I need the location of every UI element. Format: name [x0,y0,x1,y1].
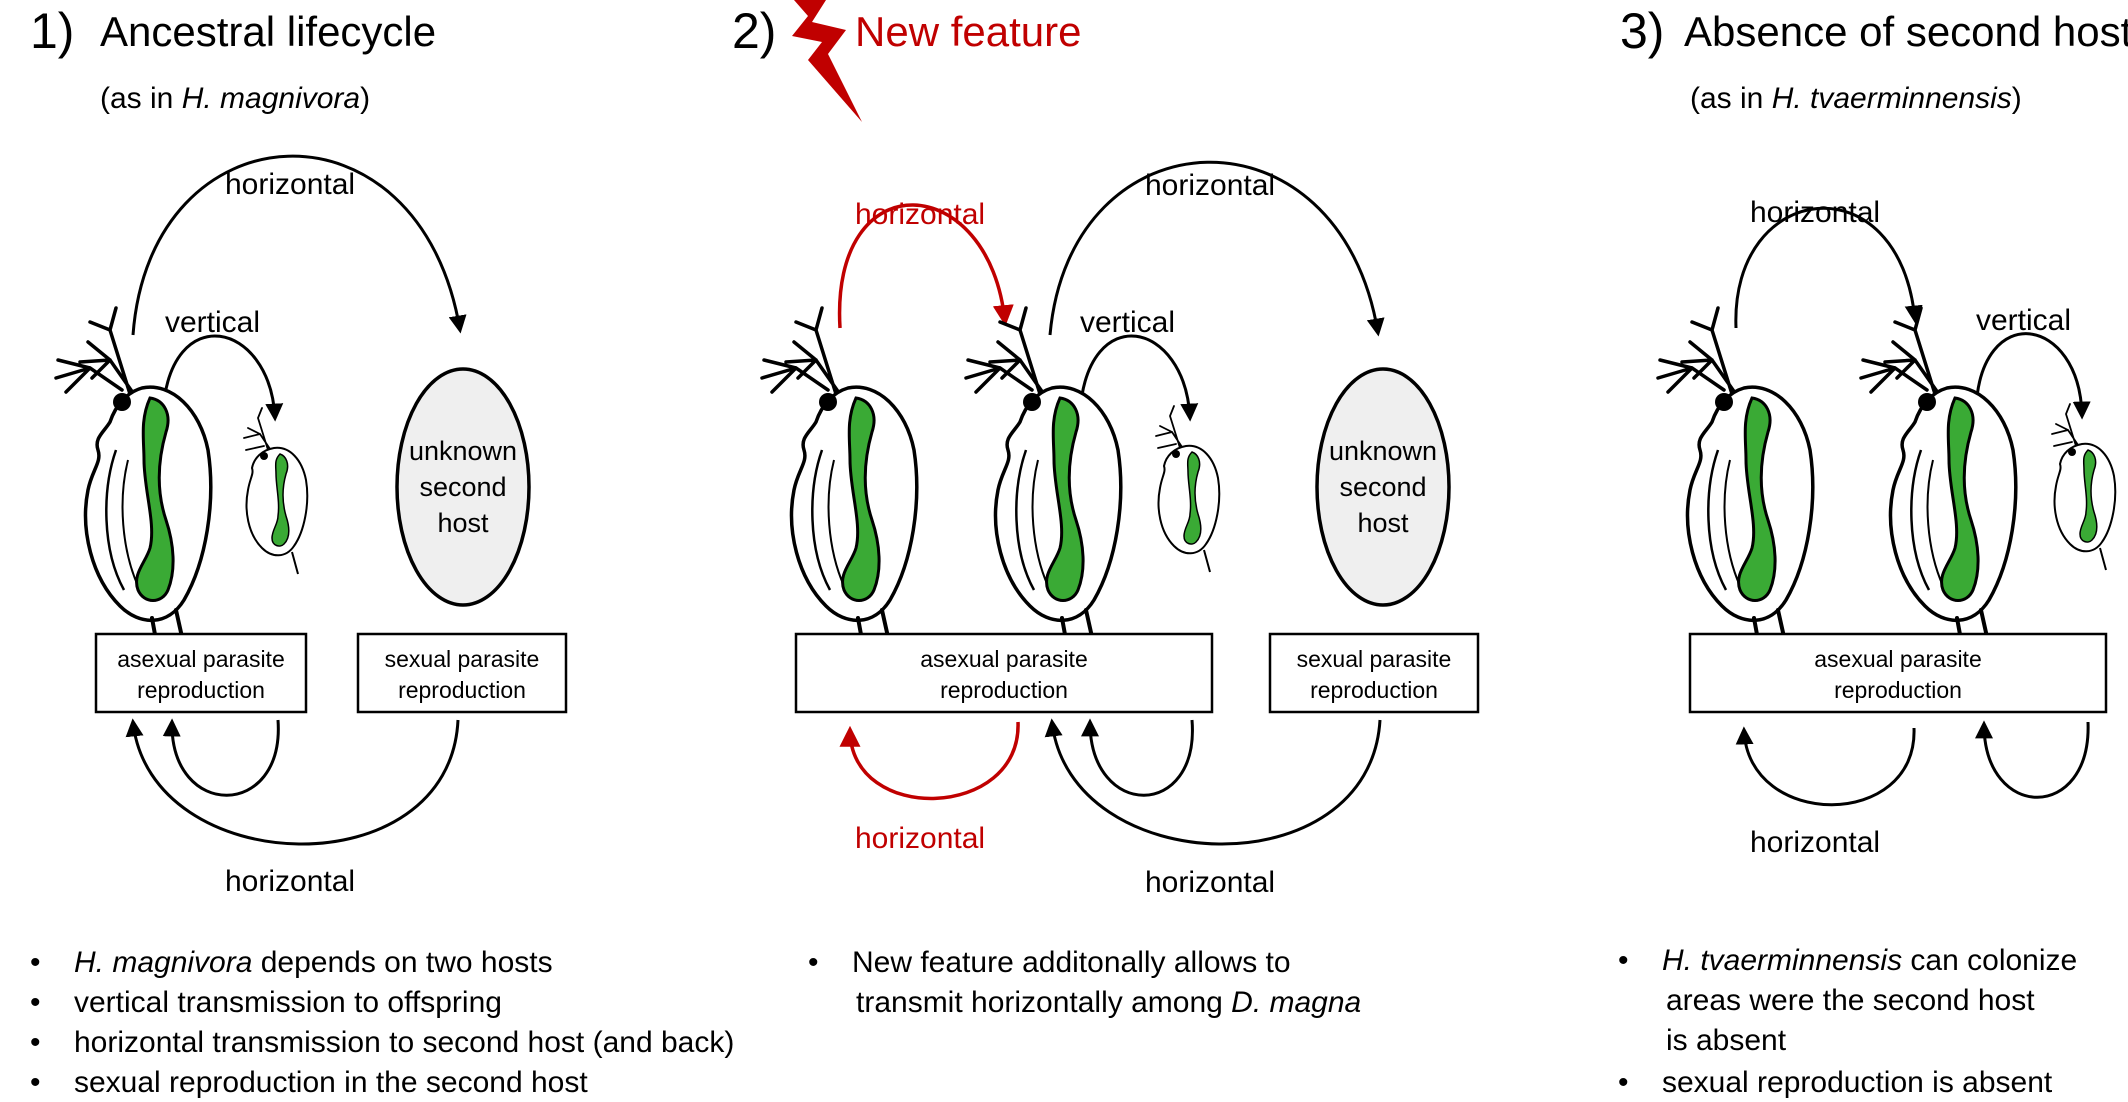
box-asexual-3 [1688,632,2108,714]
arrow-horizontal-bottom [125,718,460,846]
arrow-horizontal-red-top [837,203,1014,329]
daphnia-offspring-icon [243,407,309,575]
host-line-3: host [437,508,489,538]
bullet-1: H. magnivora depends on two hosts [74,946,553,979]
arrow-vertical [161,334,284,422]
box-sexual [356,632,568,714]
daphnia-adult-icon [760,306,919,648]
arrow-horizontal-top [131,154,467,336]
box-asexual [94,632,308,714]
svg-text:•: • [1618,944,1629,977]
panel-1-number: 1) [30,3,74,59]
label-vertical-3: vertical [1976,304,2071,337]
box-asexual-line-1: asexual parasite [117,646,285,672]
bullet-2: vertical transmission to offspring [74,986,502,1019]
daphnia-adult-icon [1656,306,1815,648]
svg-text:•: • [808,946,819,979]
arrow-vertical-return [162,718,280,797]
panel-3-subtitle: (as in H. tvaerminnensis) [1690,82,2022,115]
bullet-3-4: sexual reproduction is absent [1662,1066,2053,1099]
label-horizontal-bottom-3: horizontal [1750,826,1880,859]
host2-line-2: second [1339,472,1426,502]
box-sexual-line-1: sexual parasite [385,646,540,672]
panel-3-title: Absence of second host [1684,8,2128,55]
arrow-vertical-3 [1974,332,2091,420]
panel-3-number: 3) [1620,3,1664,59]
bullet-2-1: New feature additonally allows to [852,946,1291,979]
arrow-vertical-return-2 [1081,718,1194,797]
panel-1-bullets: • H. magnivora depends on two hosts • ve… [30,946,734,1099]
svg-text:•: • [30,946,41,979]
box-sexual-line-2: reproduction [398,677,526,703]
box-asexual-2 [794,632,1214,714]
unknown-second-host [395,367,531,607]
panel-2-number: 2) [732,3,776,59]
svg-text:•: • [1618,1066,1629,1099]
svg-text:•: • [30,1066,41,1099]
arrow-horizontal-bottom-3 [1735,726,1916,807]
label-horizontal-top: horizontal [225,168,355,201]
daphnia-offspring-icon [2051,403,2117,571]
daphnia-offspring-icon [1155,405,1221,573]
unknown-second-host-2 [1315,367,1451,607]
bullet-2-2: transmit horizontally among D. magna [856,986,1361,1019]
panel-2: 2) New feature horizontal horizontal ver… [732,0,1480,1019]
arrow-horizontal-red-bottom [839,721,1020,801]
box-sexual-2-line-1: sexual parasite [1297,646,1452,672]
panel-1: 1) Ancestral lifecycle (as in H. magnivo… [30,3,734,1099]
box-asexual-3-line-1: asexual parasite [1814,646,1982,672]
label-vertical-2: vertical [1080,306,1175,339]
host2-line-3: host [1357,508,1409,538]
host2-line-1: unknown [1329,436,1437,466]
box-asexual-line-2: reproduction [137,677,265,703]
daphnia-adult-icon [964,306,1123,648]
svg-text:•: • [30,986,41,1019]
label-horizontal-top-3: horizontal [1750,196,1880,229]
bullet-3-1: H. tvaerminnensis can colonize [1662,944,2077,977]
box-sexual-2 [1268,632,1480,714]
label-horizontal-top-2: horizontal [1145,169,1275,202]
box-asexual-2-line-1: asexual parasite [920,646,1088,672]
box-sexual-2-line-2: reproduction [1310,677,1438,703]
box-asexual-3-line-2: reproduction [1834,677,1962,703]
label-horizontal-bottom-2: horizontal [1145,866,1275,899]
bullet-3: horizontal transmission to second host (… [74,1026,734,1059]
arrow-horizontal-top-3 [1734,207,1923,329]
panel-1-subtitle: (as in H. magnivora) [100,82,370,115]
arrow-vertical-return-3 [1975,720,2090,799]
arrow-horizontal-top-2 [1048,160,1385,337]
svg-text:•: • [30,1026,41,1059]
panel-2-bullets: • New feature additonally allows to tran… [808,946,1361,1019]
host-line-1: unknown [409,436,517,466]
panel-1-title: Ancestral lifecycle [100,8,436,55]
bullet-3-2: areas were the second host [1666,984,2035,1017]
label-horizontal-bottom: horizontal [225,865,355,898]
lightning-bolt-icon [792,0,862,122]
label-vertical: vertical [165,306,260,339]
label-horizontal-red-bottom: horizontal [855,822,985,855]
panel-3-bullets: • H. tvaerminnensis can colonize areas w… [1618,944,2077,1099]
host-line-2: second [419,472,506,502]
bullet-3-3: is absent [1666,1024,1787,1057]
arrow-horizontal-bottom-2 [1044,718,1382,846]
box-asexual-2-line-2: reproduction [940,677,1068,703]
bullet-4: sexual reproduction in the second host [74,1066,588,1099]
daphnia-adult-icon [54,306,213,648]
panel-2-title: New feature [855,8,1081,55]
daphnia-adult-icon [1859,306,2018,648]
panel-3: 3) Absence of second host (as in H. tvae… [1618,3,2128,1099]
label-horizontal-red-top: horizontal [855,198,985,231]
arrow-vertical-2 [1078,334,1199,422]
